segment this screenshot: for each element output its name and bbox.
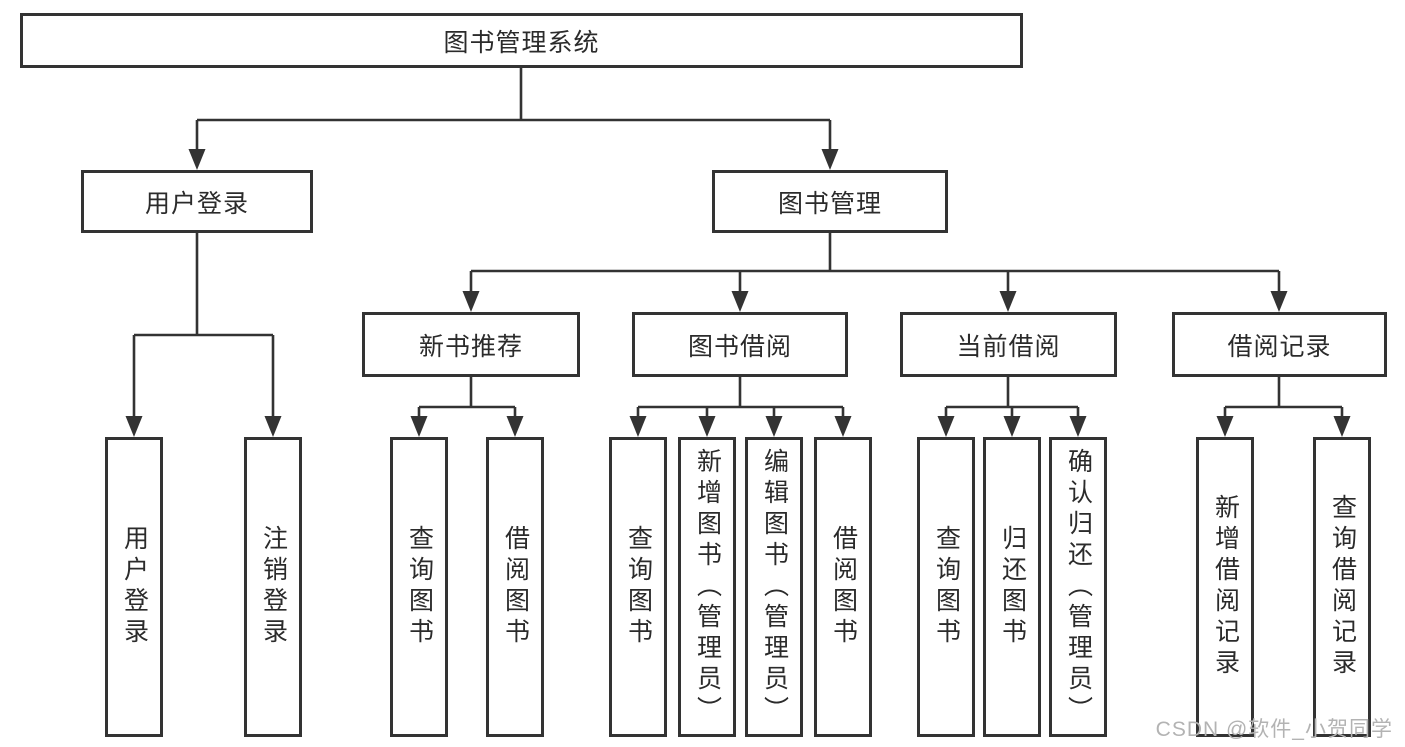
connector-root-to-level2	[188, 68, 839, 170]
leaf-logout-label: 注销登录	[259, 525, 288, 649]
leaf-borrow-books-label: 借阅图书	[829, 525, 858, 649]
node-new-book-recommendation-label: 新书推荐	[418, 332, 523, 361]
leaf-add-books-admin: 新增图书（管理员）	[678, 437, 736, 737]
leaf-query-borrow-record: 查询借阅记录	[1313, 437, 1371, 737]
leaf-borrow-books: 借阅图书	[814, 437, 872, 737]
node-user-login-branch: 用户登录	[81, 170, 313, 233]
node-current-borrowing-label: 当前借阅	[956, 332, 1061, 361]
csdn-watermark: CSDN @软件_小贺同学	[1155, 718, 1393, 741]
node-borrowing-records-label: 借阅记录	[1227, 332, 1332, 361]
node-borrowing-records: 借阅记录	[1172, 312, 1387, 377]
node-library-management-system: 图书管理系统	[20, 13, 1023, 68]
connector-borrowing-records-to-leaves	[1216, 377, 1351, 437]
leaf-user-login-label: 用户登录	[120, 525, 149, 649]
node-book-management-branch-label: 图书管理	[777, 189, 882, 218]
leaf-borrow-books-recommendation-label: 借阅图书	[501, 525, 530, 649]
node-current-borrowing: 当前借阅	[900, 312, 1117, 377]
leaf-confirm-return-admin-label: 确认归还（管理员）	[1064, 447, 1093, 727]
node-library-management-system-label: 图书管理系统	[443, 28, 600, 57]
node-book-management-branch: 图书管理	[712, 170, 948, 233]
leaf-query-books-borrowing-label: 查询图书	[624, 525, 653, 649]
connector-new-book-recommendation-to-leaves	[410, 377, 524, 437]
leaf-user-login: 用户登录	[105, 437, 163, 737]
connector-current-borrowing-to-leaves	[937, 377, 1087, 437]
leaf-confirm-return-admin: 确认归还（管理员）	[1049, 437, 1107, 737]
leaf-query-books-recommendation-label: 查询图书	[405, 525, 434, 649]
leaf-add-borrow-record: 新增借阅记录	[1196, 437, 1254, 737]
leaf-edit-books-admin-label: 编辑图书（管理员）	[760, 447, 789, 727]
node-book-borrowing: 图书借阅	[632, 312, 848, 377]
leaf-query-books-current-label: 查询图书	[932, 525, 961, 649]
node-book-borrowing-label: 图书借阅	[687, 332, 792, 361]
leaf-query-borrow-record-label: 查询借阅记录	[1328, 494, 1357, 680]
leaf-query-books-recommendation: 查询图书	[390, 437, 448, 737]
leaf-borrow-books-recommendation: 借阅图书	[486, 437, 544, 737]
leaf-logout: 注销登录	[244, 437, 302, 737]
leaf-add-books-admin-label: 新增图书（管理员）	[693, 447, 722, 727]
node-new-book-recommendation: 新书推荐	[362, 312, 580, 377]
leaf-return-books-label: 归还图书	[998, 525, 1027, 649]
leaf-add-borrow-record-label: 新增借阅记录	[1211, 494, 1240, 680]
connector-book-borrowing-to-leaves	[629, 377, 852, 437]
leaf-return-books: 归还图书	[983, 437, 1041, 737]
connector-book-management-to-level3	[462, 233, 1288, 312]
leaf-edit-books-admin: 编辑图书（管理员）	[745, 437, 803, 737]
leaf-query-books-current: 查询图书	[917, 437, 975, 737]
node-user-login-branch-label: 用户登录	[144, 189, 249, 218]
connector-user-login-to-leaves	[125, 233, 282, 437]
leaf-query-books-borrowing: 查询图书	[609, 437, 667, 737]
